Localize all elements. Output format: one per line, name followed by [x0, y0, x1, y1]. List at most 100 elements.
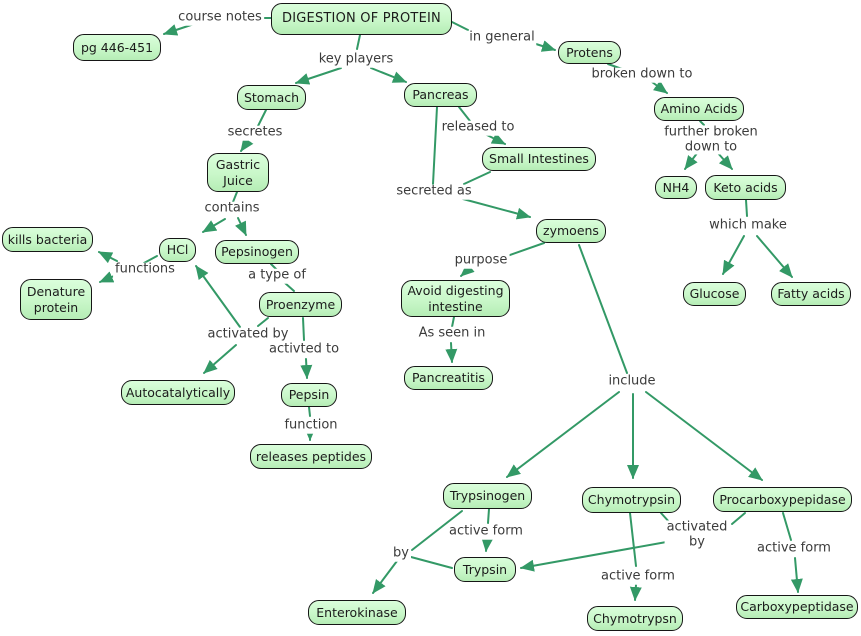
node-procarboxypepidase[interactable]: Procarboxypepidase — [713, 487, 852, 512]
connector-line — [745, 199, 748, 217]
node-zymoens[interactable]: zymoens — [536, 219, 606, 243]
node-avoid-digesting-intestine[interactable]: Avoid digesting intestine — [401, 280, 510, 317]
connector-line — [506, 242, 545, 257]
connector-arrow — [462, 198, 531, 220]
connector-line — [284, 282, 295, 292]
edge-label-active-form-carboxypeptidase[interactable]: active form — [755, 540, 833, 557]
edge-label-key-players[interactable]: key players — [316, 51, 396, 68]
connector-line — [356, 34, 361, 50]
edge-label-active-form-chymotrypsn[interactable]: active form — [599, 568, 677, 585]
edge-which-make — [722, 199, 793, 278]
connector-line — [458, 106, 471, 122]
connector-arrow — [535, 40, 556, 52]
connector-arrow — [481, 537, 494, 552]
node-autocatalytically[interactable]: Autocatalytically — [121, 380, 235, 405]
connector-arrow — [195, 265, 241, 328]
edge-label-activated-by-trypsin[interactable]: activated by — [664, 519, 730, 550]
node-digestion[interactable]: DIGESTION OF PROTEIN — [271, 3, 452, 35]
connector-line — [451, 316, 455, 328]
edge-label-activated-by-hcl[interactable]: activated by — [205, 326, 291, 343]
connector-arrow — [484, 132, 506, 145]
node-keto-acids[interactable]: Keto acids — [705, 175, 786, 200]
edge-label-as-seen-in[interactable]: As seen in — [416, 325, 488, 342]
node-hcl[interactable]: HCl — [159, 238, 196, 262]
edge-key-players — [295, 34, 407, 85]
edge-label-purpose[interactable]: purpose — [452, 252, 510, 269]
edge-active-form-chymotrypsn — [629, 512, 642, 601]
connector-line — [578, 244, 628, 374]
connector-arrow — [295, 67, 342, 85]
connector-arrow — [722, 235, 745, 275]
node-amino-acids[interactable]: Amino Acids — [654, 97, 744, 121]
edge-label-in-general[interactable]: in general — [467, 29, 537, 46]
node-nh4[interactable]: NH4 — [655, 176, 697, 199]
node-kills-bacteria[interactable]: kills bacteria — [2, 227, 93, 252]
edge-secreted-as — [432, 106, 531, 220]
edge-label-a-type-of[interactable]: a type of — [246, 267, 308, 284]
edge-activated-by-hcl — [195, 265, 269, 374]
connector-line — [629, 512, 637, 567]
connector-line — [410, 556, 453, 569]
connector-arrow — [716, 151, 733, 170]
connector-arrow — [756, 235, 793, 278]
edge-label-course-notes[interactable]: course notes — [176, 9, 264, 26]
edge-as-seen-in — [445, 316, 458, 363]
edge-label-include[interactable]: include — [606, 373, 658, 390]
node-gastric-juice[interactable]: Gastric Juice — [207, 153, 269, 192]
connector-line — [432, 106, 438, 185]
node-chymotrypsn[interactable]: Chymotrypsn — [587, 606, 683, 631]
edge-label-which-make[interactable]: which make — [707, 217, 789, 234]
connector-line — [782, 512, 792, 541]
node-releases-peptides[interactable]: releases peptides — [250, 444, 372, 469]
edge-released-to — [458, 106, 506, 145]
edge-label-further-broken-down-to[interactable]: further broken down to — [662, 124, 760, 155]
edge-label-released-to[interactable]: released to — [439, 119, 517, 136]
node-glucose[interactable]: Glucose — [683, 282, 746, 306]
node-pancreas[interactable]: Pancreas — [404, 83, 477, 107]
node-denature-protein[interactable]: Denature protein — [20, 279, 92, 320]
node-stomach[interactable]: Stomach — [237, 85, 306, 110]
connector-arrow — [651, 80, 668, 94]
edge-label-active-form-trypsin[interactable]: active form — [447, 523, 525, 540]
node-carboxypeptidase[interactable]: Carboxypeptidase — [736, 595, 858, 619]
edge-contains — [202, 191, 247, 236]
edge-active-form-trypsin — [481, 508, 494, 552]
connector-arrow — [506, 391, 620, 478]
node-chymotrypsin[interactable]: Chymotrypsin — [582, 487, 681, 513]
connector-arrow — [240, 136, 254, 152]
edge-label-functions[interactable]: functions — [113, 261, 177, 278]
node-small-intestines[interactable]: Small Intestines — [482, 147, 596, 171]
node-pepsin[interactable]: Pepsin — [281, 383, 337, 407]
edge-include — [506, 244, 763, 481]
edge-active-form-carboxypeptidase — [782, 512, 803, 593]
connector-arrow — [370, 67, 407, 83]
edge-further-broken-down-to — [684, 120, 733, 170]
edge-label-secreted-as[interactable]: secreted as — [394, 183, 474, 200]
connector-arrow — [235, 217, 247, 236]
node-pepsinogen[interactable]: Pepsinogen — [215, 240, 299, 264]
edge-by — [372, 510, 463, 594]
edge-label-secretes[interactable]: secretes — [225, 124, 285, 141]
edge-label-contains[interactable]: contains — [202, 200, 262, 217]
node-protens[interactable]: Protens — [558, 41, 621, 64]
edge-label-activted-to[interactable]: activted to — [266, 341, 342, 358]
node-trypsinogen[interactable]: Trypsinogen — [443, 483, 532, 509]
node-pg-446-451[interactable]: pg 446-451 — [73, 34, 161, 61]
connector-arrow — [790, 557, 803, 593]
connector-arrow — [98, 251, 118, 264]
edge-in-general — [451, 21, 556, 52]
edge-label-function[interactable]: function — [282, 417, 340, 434]
connector-line — [302, 317, 305, 341]
node-fatty-acids[interactable]: Fatty acids — [771, 282, 851, 306]
node-proenzyme[interactable]: Proenzyme — [259, 292, 342, 317]
connector-arrow — [202, 218, 226, 233]
edge-function — [304, 406, 316, 441]
node-pancreatitis[interactable]: Pancreatitis — [404, 366, 493, 390]
connector-line — [731, 512, 746, 525]
node-trypsin[interactable]: Trypsin — [454, 557, 516, 582]
edge-label-by[interactable]: by — [391, 545, 411, 562]
node-enterokinase[interactable]: Enterokinase — [308, 600, 406, 625]
connector-arrow — [445, 342, 458, 363]
edge-label-broken-down-to[interactable]: broken down to — [589, 66, 695, 83]
